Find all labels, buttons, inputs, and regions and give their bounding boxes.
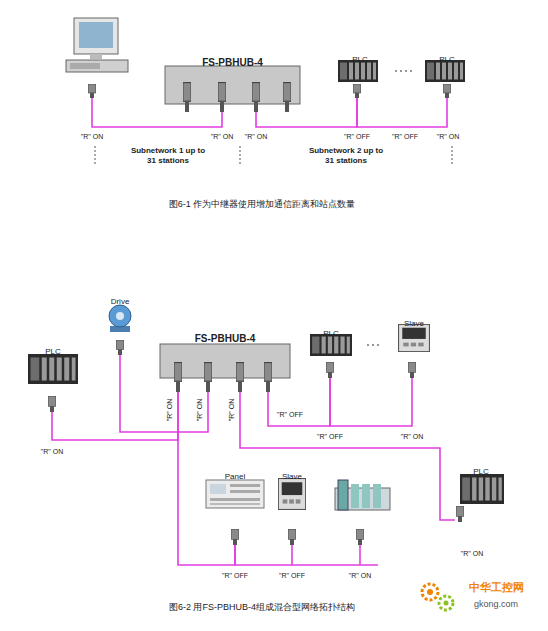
slave-icon [278,479,305,545]
bus-cable [330,378,412,426]
device-node: Slave [394,312,434,378]
terminator-setting: "R" ON [228,398,236,422]
pc-icon [66,18,128,98]
bus-cable [268,378,330,426]
device-label: FS-PBHUB-4 [195,333,256,345]
device-label: PLC [323,329,339,339]
subnetwork-note: Subnetwork 2 up to 31 stations [303,146,389,165]
terminator-setting: "R" ON [40,448,64,456]
terminator-setting: "R" OFF [221,572,249,580]
hub-node: FS-PBHUB-4 [165,52,300,112]
device-label: PLC [473,467,489,477]
device-node: Slave [275,465,309,545]
device-label: PLC [439,55,455,65]
device-node: Drive [103,290,137,355]
watermark-logo [422,584,453,610]
terminator-setting: "R" OFF [391,133,419,141]
plc-icon [338,60,465,98]
ellipsis-dots [367,344,379,346]
plc-icon [310,334,352,378]
plc-icon [28,354,78,412]
bus-line [292,545,378,565]
bus-line [92,98,222,127]
hub-box [160,344,290,392]
device-label: Panel [225,472,245,482]
panel-icon [206,480,264,545]
device-label: PLC [352,55,368,65]
subnetwork-note: Subnetwork 1 up to 31 stations [125,146,211,165]
slave-icon [399,324,430,378]
figure-caption: 图6-2 用FS-PBHUB-4组成混合型网络拓扑结构 [168,602,356,613]
device-node: PLC [335,48,385,98]
plc-icon [456,474,504,522]
device-node: PLC [308,322,354,378]
hub-box [165,66,300,112]
terminator-setting: "R" OFF [276,411,304,419]
terminator-setting: "R" ON [210,133,234,141]
terminator-setting: "R" ON [80,133,104,141]
hub-node: FS-PBHUB-4 [160,328,290,392]
device-node: Panel [203,465,267,545]
terminator-setting: "R" ON [460,550,484,558]
range-tick [95,146,452,166]
drive-icon [109,305,131,355]
device-node: PLC [422,48,472,98]
bus-cable [256,98,357,127]
terminator-setting: "R" ON [348,572,372,580]
watermark: gkong.com [473,599,519,610]
terminator-setting: "R" OFF [278,572,306,580]
watermark: 中华工控网 [468,581,525,594]
device-label: PLC [45,347,61,357]
terminator-setting: "R" ON [166,398,174,422]
device-label: Slave [282,472,302,482]
terminator-setting: "R" OFF [343,133,371,141]
device-label: Slave [404,319,424,329]
figure-caption: 图6-1 作为中继器使用增加通信距离和站点数量 [168,199,357,210]
device-node: PLC [455,460,507,545]
bus-cable [235,545,292,565]
terminator-setting: "R" OFF [316,433,344,441]
ellipsis-dots [395,70,412,72]
io-module-icon [335,480,390,545]
terminator-setting: "R" ON [244,133,268,141]
bus-cable [240,392,455,520]
device-label: Drive [111,297,130,307]
terminator-setting: "R" ON [196,398,204,422]
device-label: FS-PBHUB-4 [202,57,263,69]
device-node: PLC [25,340,81,412]
terminator-setting: "R" ON [436,133,460,141]
terminator-setting: "R" ON [400,433,424,441]
bus-cable [120,355,208,432]
bus-cable [357,98,447,127]
